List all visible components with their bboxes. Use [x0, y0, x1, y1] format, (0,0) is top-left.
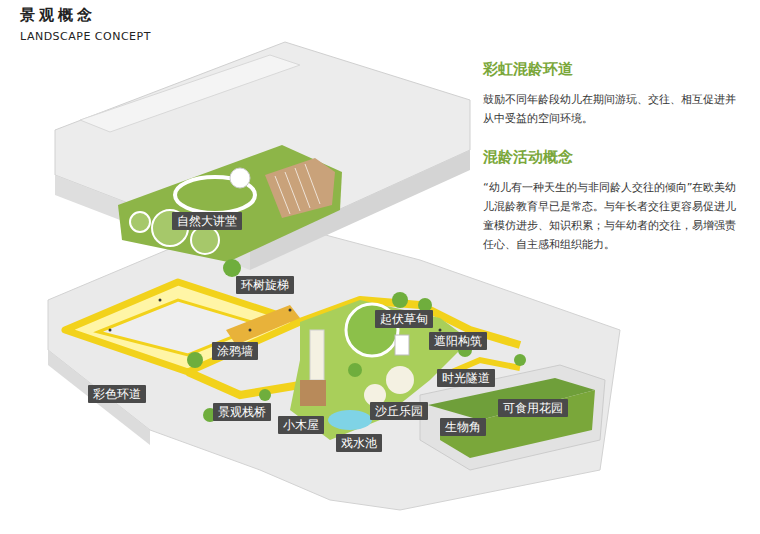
- callout-text: 景观栈桥: [218, 405, 266, 419]
- callout-text: 生物角: [445, 420, 481, 434]
- callout-tag: 起伏草甸: [375, 310, 433, 328]
- section-body: 鼓励不同年龄段幼儿在期间游玩、交往、相互促进并从中受益的空间环境。: [483, 90, 745, 128]
- callout-text: 时光隧道: [442, 371, 490, 385]
- callout-tag: 景观栈桥: [213, 403, 271, 421]
- callout-text: 自然大讲堂: [177, 214, 237, 228]
- page-title: 景观概念: [20, 6, 96, 25]
- callout-tag: 彩色环道: [88, 385, 146, 403]
- callout-text: 起伏草甸: [380, 312, 428, 326]
- callout-tag: 戏水池: [336, 434, 382, 452]
- callout-text: 彩色环道: [93, 387, 141, 401]
- section-heading: 彩虹混龄环道: [483, 60, 573, 79]
- page-subtitle: LANDSCAPE CONCEPT: [20, 30, 151, 43]
- callout-text: 涂鸦墙: [217, 344, 253, 358]
- callout-tag: 涂鸦墙: [212, 342, 258, 360]
- callout-text: 环树旋梯: [241, 278, 289, 292]
- callout-tag: 沙丘乐园: [370, 402, 428, 420]
- section-body: “幼儿有一种天生的与非同龄人交往的倾向”在欧美幼儿混龄教育早已是常态。与年长者交…: [483, 178, 745, 254]
- callout-tag: 环树旋梯: [236, 276, 294, 294]
- callout-tag: 遮阳构筑: [429, 332, 487, 350]
- callout-tag: 自然大讲堂: [172, 212, 242, 230]
- callout-tag: 小木屋: [278, 416, 324, 434]
- callout-text: 可食用花园: [503, 401, 563, 415]
- callout-text: 戏水池: [341, 436, 377, 450]
- callout-tag: 生物角: [440, 418, 486, 436]
- callout-text: 遮阳构筑: [434, 334, 482, 348]
- callout-tag: 可食用花园: [498, 399, 568, 417]
- callout-text: 沙丘乐园: [375, 404, 423, 418]
- section-heading: 混龄活动概念: [483, 148, 573, 167]
- callout-text: 小木屋: [283, 418, 319, 432]
- callout-tag: 时光隧道: [437, 369, 495, 387]
